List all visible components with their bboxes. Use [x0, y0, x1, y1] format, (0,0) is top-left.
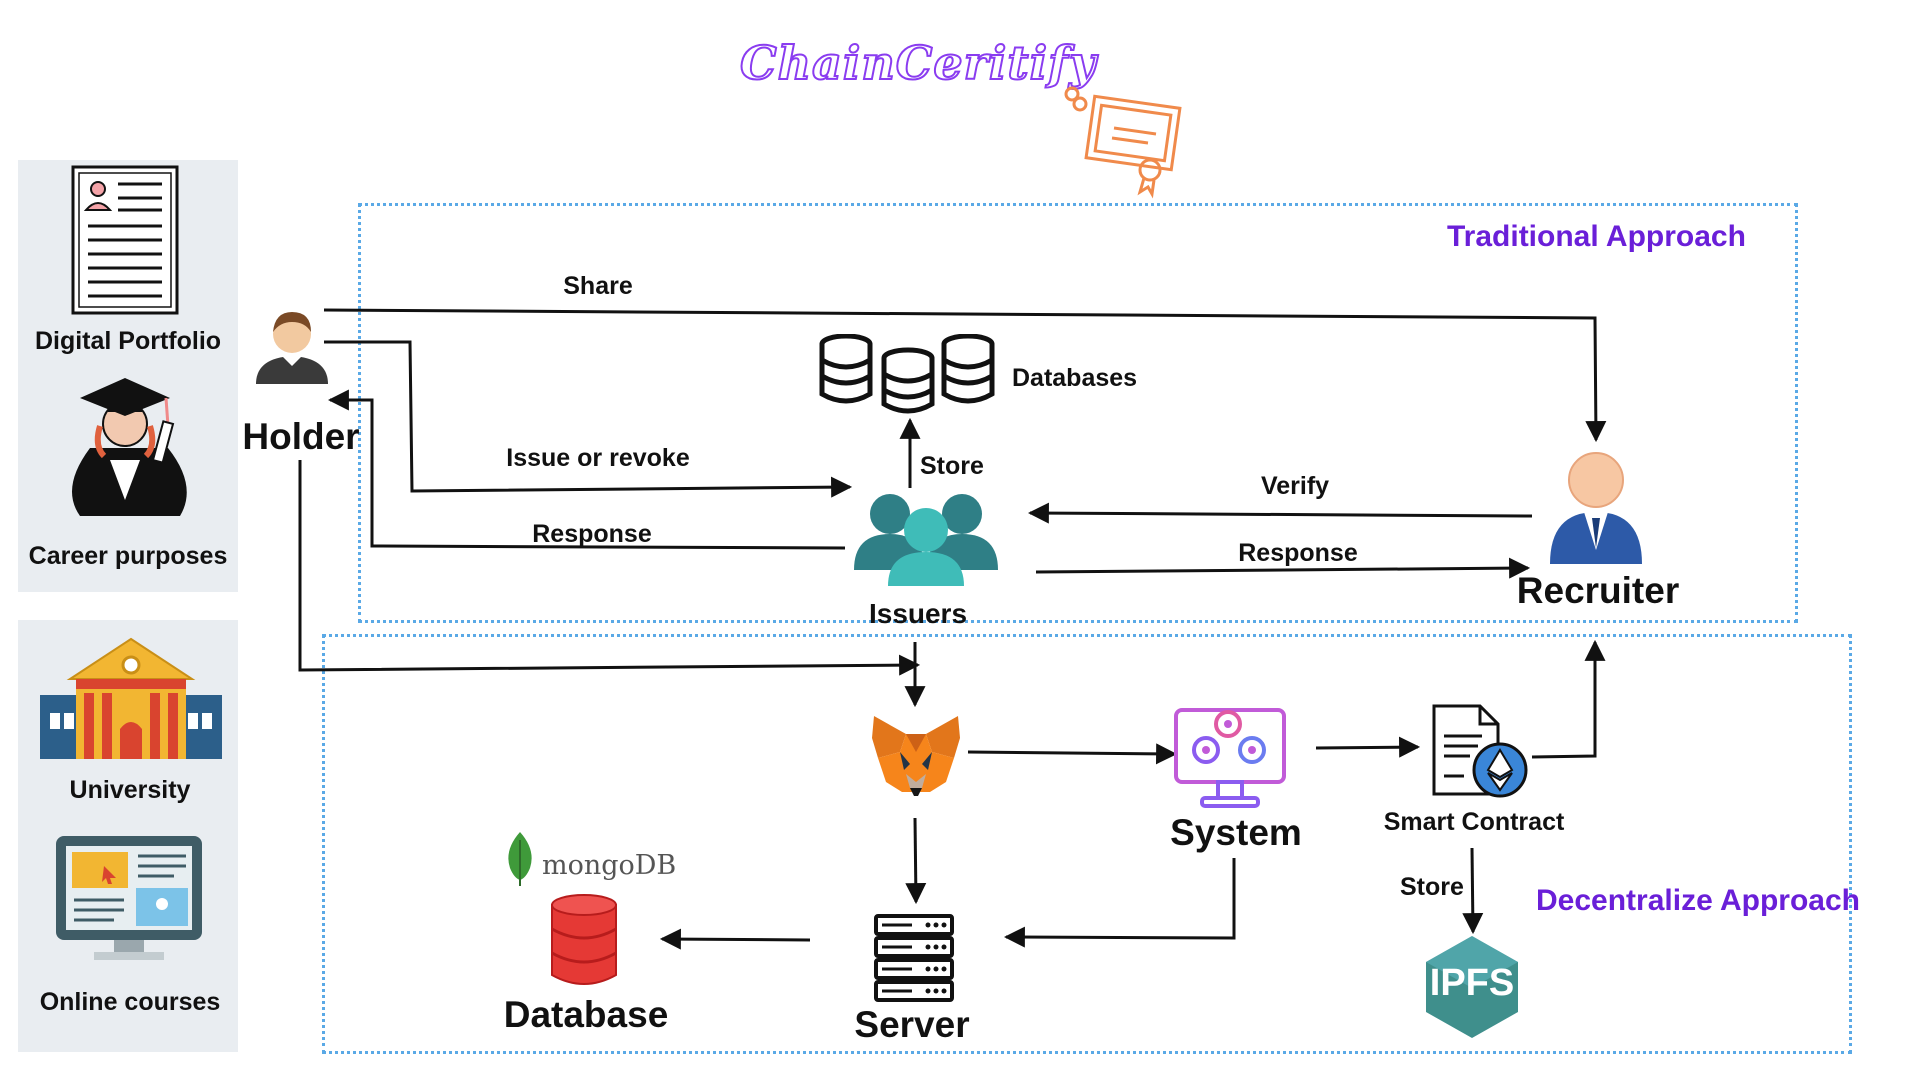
mongodb-leaf-icon — [508, 832, 532, 886]
edge-contract-to-recruiter — [1531, 639, 1606, 759]
mongodb-wordmark: mongoDB — [542, 850, 677, 881]
edge-response-recruiter — [1035, 557, 1531, 579]
edge-label-store-ipfs: Store — [1400, 873, 1464, 901]
edge-label-share: Share — [563, 272, 633, 300]
issuers-icon — [854, 494, 998, 586]
decentralize-approach-frame — [322, 634, 1852, 1054]
certificate-icon — [1064, 86, 1182, 199]
edge-system-to-contract — [1315, 736, 1421, 758]
resume-icon — [71, 165, 179, 315]
edge-server-to-database — [659, 928, 811, 950]
node-smart-contract: Smart Contract — [1383, 808, 1565, 836]
node-issuers: Issuers — [868, 598, 968, 629]
label-career-purposes: Career purposes — [28, 542, 228, 570]
label-digital-portfolio: Digital Portfolio — [34, 327, 222, 355]
edge-contract-to-ipfs — [1462, 847, 1484, 935]
edge-verify — [1027, 502, 1533, 524]
edge-label-response-recruiter: Response — [1238, 539, 1358, 567]
database-icon — [551, 894, 617, 985]
edge-holder-to-metamask — [298, 460, 921, 676]
server-icon — [874, 914, 954, 1002]
node-databases: Databases — [1012, 364, 1138, 392]
edge-metamask-to-system — [967, 743, 1178, 765]
edge-label-verify: Verify — [1260, 472, 1330, 500]
node-recruiter: Recruiter — [1516, 570, 1680, 611]
traditional-approach-title: Traditional Approach — [1447, 220, 1746, 253]
node-database: Database — [503, 994, 669, 1035]
graduate-icon — [72, 378, 187, 516]
decentralize-approach-title: Decentralize Approach — [1536, 884, 1860, 917]
holder-icon — [256, 312, 328, 384]
edge-response-holder — [327, 389, 846, 550]
edge-system-to-server — [1003, 858, 1236, 948]
node-ipfs: IPFS — [1429, 962, 1515, 1004]
label-online-courses: Online courses — [39, 988, 221, 1016]
edge-label-store: Store — [920, 452, 984, 480]
edge-label-response-holder: Response — [532, 520, 652, 548]
edge-share — [323, 308, 1607, 443]
online-course-icon — [56, 836, 202, 960]
edge-metamask-to-server — [905, 817, 927, 905]
brand-title: ChainCeritify — [739, 35, 1097, 91]
recruiter-icon — [1550, 452, 1642, 564]
node-holder: Holder — [242, 416, 360, 457]
databases-icon — [819, 334, 995, 414]
label-university: University — [69, 776, 191, 804]
metamask-fox-icon — [872, 716, 960, 796]
node-server: Server — [854, 1004, 970, 1045]
university-icon — [40, 637, 222, 759]
edge-label-issue-or-revoke: Issue or revoke — [506, 444, 690, 472]
ipfs-icon — [1426, 936, 1518, 1038]
smart-contract-icon — [1432, 704, 1528, 798]
node-system: System — [1170, 812, 1302, 853]
edge-issue-or-revoke — [324, 340, 853, 498]
traditional-approach-frame — [358, 203, 1798, 623]
system-icon — [1174, 708, 1286, 808]
